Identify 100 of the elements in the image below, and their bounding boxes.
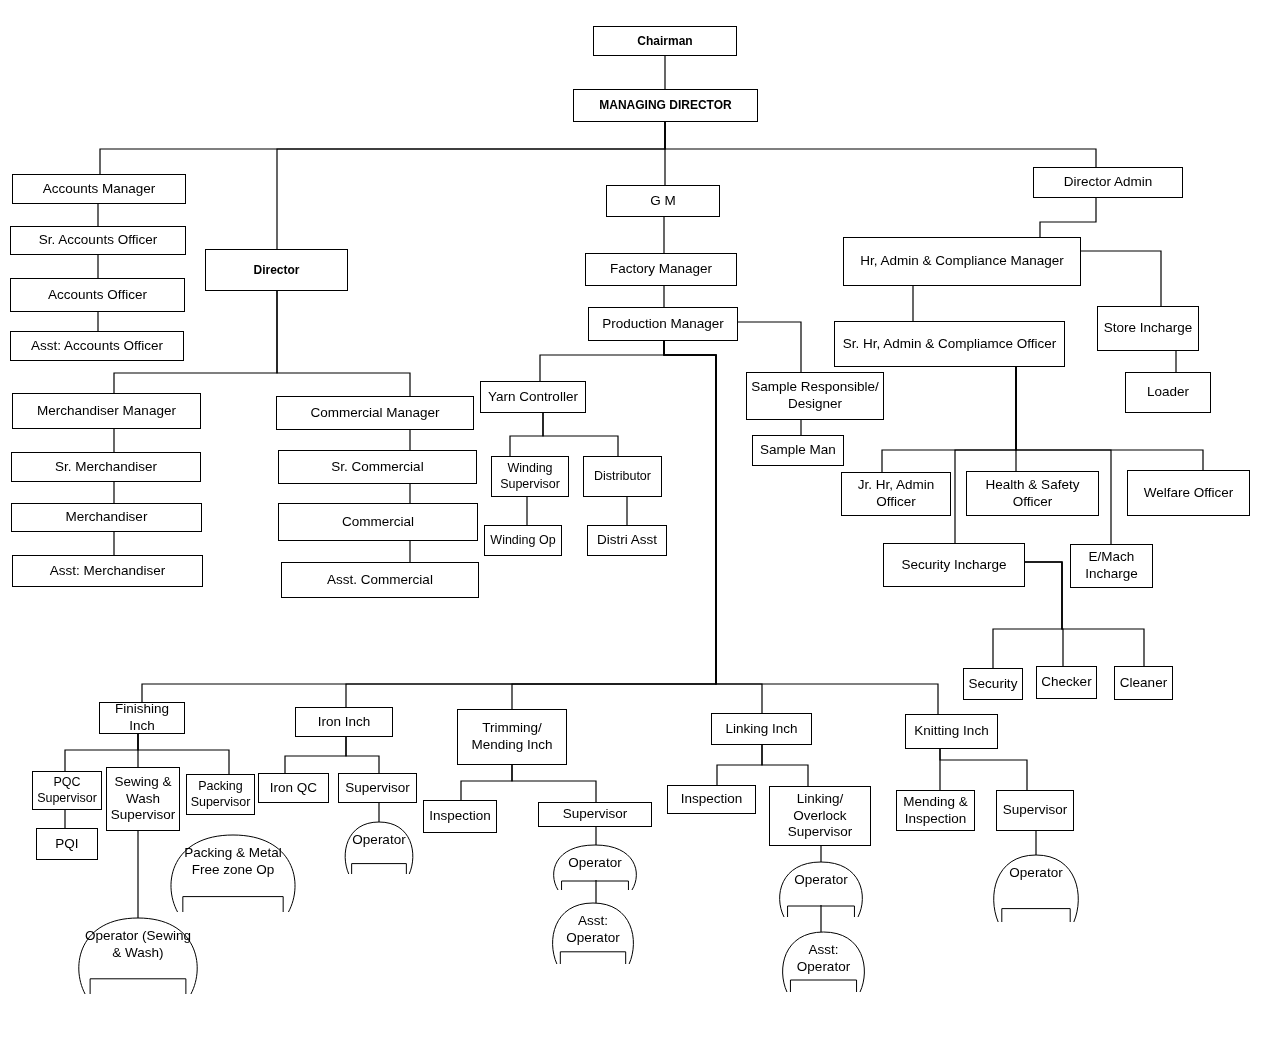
position-dome [343,822,415,874]
position-title: Accounts Officer [48,286,147,304]
position-title: Supervisor [1002,802,1068,819]
position-box [10,331,184,361]
position-title: Operator [568,855,622,872]
position-box [883,543,1025,587]
position-title: Director Admin [1063,174,1153,191]
position-dome [777,862,865,917]
position-title: Sr. Merchandiser [54,458,157,476]
position-box [12,393,201,429]
position-title: Commercial [342,513,414,531]
position-box [11,452,201,482]
connector-line [663,216,665,254]
position-box [538,802,652,827]
position-dome [780,932,867,992]
position-title: Merchandiser [65,509,148,526]
position-title: Cleaner [1119,674,1168,692]
position-box [480,381,586,413]
connector-line [1024,561,1145,667]
connector-line [1080,250,1162,307]
position-box [205,249,348,291]
position-box [667,785,756,814]
position-box [10,278,185,312]
connector-line [800,419,802,436]
position-box [834,321,1065,367]
connector-line [1175,350,1177,373]
position-box [457,709,567,765]
position-box [905,714,998,749]
connector-line [595,826,597,846]
position-box [484,525,562,556]
position-dome [167,835,299,912]
position-title: Trimming/ Mending Inch [470,720,554,754]
position-title: PQC Supervisor [36,774,98,807]
connector-line [97,254,99,279]
connector-line [113,428,115,453]
position-title: Inspection [680,791,743,808]
connector-line [511,764,597,803]
position-box [423,800,497,833]
position-title: Commercial Manager [310,404,440,422]
position-box [585,253,737,286]
connector-line [64,809,66,829]
connector-line [912,285,914,322]
position-box [11,503,202,532]
position-box [281,562,479,598]
connector-line [737,321,802,373]
connector-line [939,748,1028,791]
position-box [491,456,569,497]
position-box [573,89,758,122]
position-title: Loader [1146,384,1189,401]
connector-line [663,285,665,308]
position-title: MANAGING DIRECTOR [599,98,732,113]
position-title: Sample Man [760,442,836,459]
connector-line [526,496,528,526]
position-title: Operator [794,872,848,889]
connector-line [113,531,115,556]
position-box [1070,544,1153,588]
position-box [843,237,1081,286]
connector-line [409,483,411,504]
position-box [1125,372,1211,413]
position-title: Sr. Commercial [331,458,424,476]
position-title: Security Incharge [901,556,1007,574]
connector-line [820,904,822,933]
position-box [295,707,393,737]
position-box [338,773,417,803]
position-title: Distributor [594,468,651,485]
position-box [10,226,186,255]
position-box [746,372,884,420]
position-title: Knitting Inch [914,723,989,740]
connector-line [97,311,99,332]
connector-line [664,55,666,90]
position-title: Winding Op [490,532,556,549]
position-box [841,472,951,516]
position-title: Health & Safety Officer [984,476,1081,511]
connector-line [137,733,230,775]
position-title: Yarn Controller [488,388,578,406]
position-title: Accounts Manager [42,180,156,198]
position-box [1097,306,1199,351]
position-title: Checker [1041,674,1092,691]
position-title: Sample Responsible/ Designer [750,379,880,413]
position-box [963,668,1023,700]
position-title: Distri Asst [597,532,657,549]
position-title: Merchandiser Manager [37,402,176,420]
position-box [996,790,1074,831]
position-box [752,435,844,466]
position-title: Inspection [429,808,491,825]
position-box [588,307,738,341]
connector-line [1035,830,1037,856]
position-title: Finishing Inch [114,701,170,735]
position-box [276,396,474,430]
position-box [711,713,812,745]
position-box [1114,666,1173,700]
position-title: Security [968,675,1018,693]
position-dome [75,918,201,994]
position-box [587,525,667,556]
position-title: Linking/ Overlock Supervisor [786,790,854,842]
connector-line [820,845,822,863]
position-title: Director [253,262,300,278]
position-box [12,555,203,587]
position-title: Factory Manager [609,261,712,278]
position-box [106,767,180,831]
